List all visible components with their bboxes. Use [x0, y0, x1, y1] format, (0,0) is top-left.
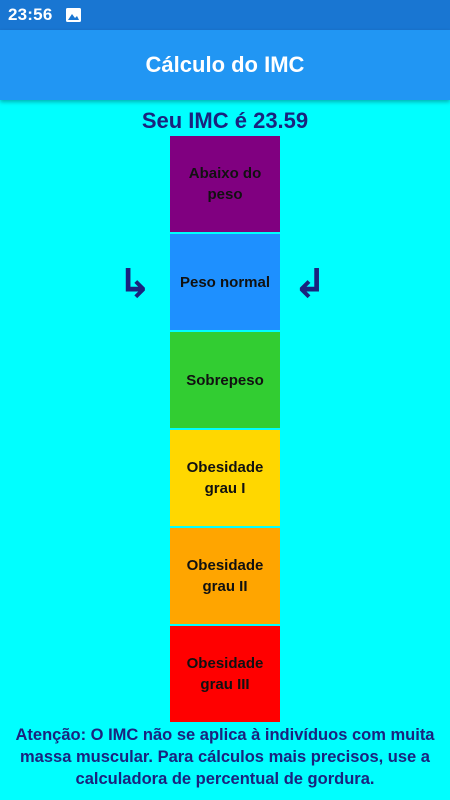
level-obesidade-grau-3: Obesidade grau III [170, 626, 280, 722]
status-bar: 23:56 [0, 0, 450, 30]
indicator-arrow-right-icon: ↲ [293, 262, 327, 306]
warning-text: Atenção: O IMC não se aplica à indivíduo… [15, 726, 435, 788]
imc-scale: Abaixo do peso Peso normal Sobrepeso Obe… [170, 136, 280, 724]
status-time: 23:56 [8, 5, 53, 24]
level-obesidade-grau-1: Obesidade grau I [170, 430, 280, 526]
image-notification-icon [66, 8, 82, 22]
imc-result: Seu IMC é 23.59 [141, 108, 309, 133]
level-abaixo-do-peso: Abaixo do peso [170, 136, 280, 232]
app-bar: Cálculo do IMC [0, 30, 450, 100]
level-peso-normal: Peso normal [170, 234, 280, 330]
level-obesidade-grau-2: Obesidade grau II [170, 528, 280, 624]
indicator-arrow-left-icon: ↳ [118, 262, 152, 306]
level-sobrepeso: Sobrepeso [170, 332, 280, 428]
app-title: Cálculo do IMC [145, 52, 305, 77]
